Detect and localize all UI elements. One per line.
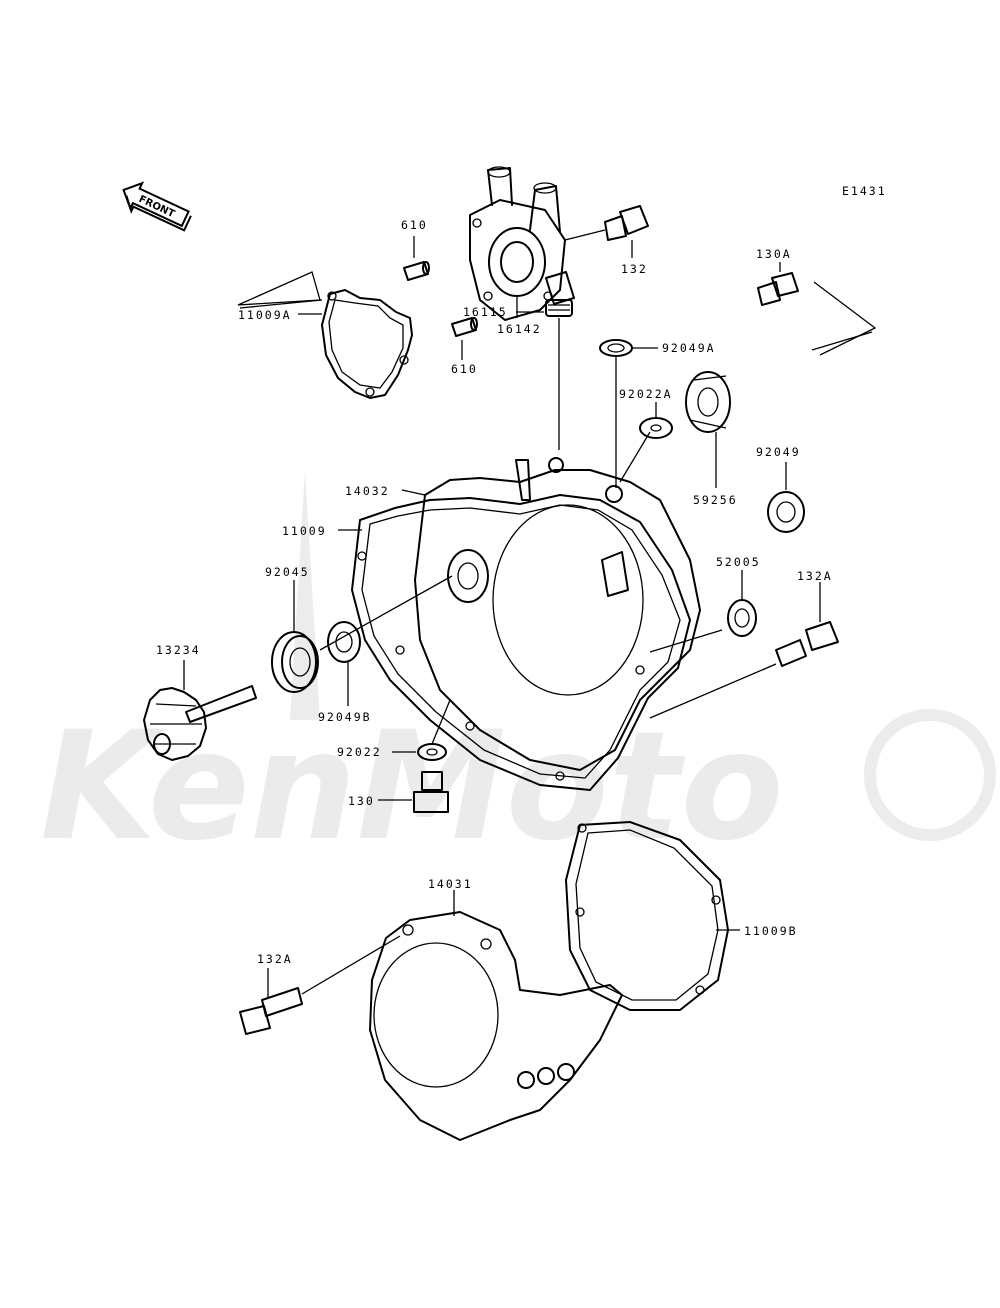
label-11009: 11009 <box>282 524 327 538</box>
label-59256: 59256 <box>693 493 738 507</box>
watermark: KenMoto <box>40 470 996 874</box>
label-130: 130 <box>348 794 375 808</box>
front-arrow-icon: FRONT <box>122 181 192 232</box>
label-16115: 16115 <box>463 305 508 319</box>
label-92049a: 92049A <box>662 341 716 355</box>
clutch-cover-14031 <box>369 911 623 1141</box>
plug-16115 <box>545 271 575 317</box>
oil-seal-92049 <box>767 491 805 533</box>
label-11009a: 11009A <box>238 308 292 322</box>
label-132: 132 <box>621 262 648 276</box>
label-92022a: 92022A <box>619 387 673 401</box>
label-610-upper: 610 <box>401 218 428 232</box>
dowel-pin-lower <box>451 317 478 337</box>
label-610-lower: 610 <box>451 362 478 376</box>
part-labels: 610 610 16142 132 11009A 92049A 130A 161… <box>156 218 833 966</box>
gasket-11009b <box>565 821 729 1011</box>
washer-92049a <box>599 339 633 357</box>
label-13234: 13234 <box>156 643 201 657</box>
label-16142: 16142 <box>497 322 542 336</box>
label-92045: 92045 <box>265 565 310 579</box>
label-92049: 92049 <box>756 445 801 459</box>
dowel-pin-upper <box>403 261 430 281</box>
gasket-11009 <box>351 494 691 791</box>
label-92022: 92022 <box>337 745 382 759</box>
bolt-132a-lower <box>239 987 303 1035</box>
label-130a: 130A <box>756 247 792 261</box>
label-14031: 14031 <box>428 877 473 891</box>
label-92049b: 92049B <box>318 710 372 724</box>
crankcase-cover-14032 <box>414 457 701 771</box>
label-132a-upper: 132A <box>797 569 833 583</box>
collar-52005 <box>727 599 757 637</box>
seal-92049b <box>327 621 361 663</box>
diagram-code: E1431 <box>842 184 887 198</box>
label-132a-lower: 132A <box>257 952 293 966</box>
pump-shaft-gear-13234 <box>143 685 257 761</box>
bolt-132a-upper <box>775 621 839 667</box>
bolt-130 <box>413 771 449 813</box>
gasket-11009a <box>321 289 413 399</box>
label-52005: 52005 <box>716 555 761 569</box>
bolt-132 <box>564 205 649 241</box>
impeller-59256 <box>685 371 731 433</box>
label-11009b: 11009B <box>744 924 798 938</box>
watermark-text: KenMoto <box>40 700 784 874</box>
bolt-130a <box>757 272 799 306</box>
label-14032: 14032 <box>345 484 390 498</box>
washer-92022a <box>639 417 673 439</box>
